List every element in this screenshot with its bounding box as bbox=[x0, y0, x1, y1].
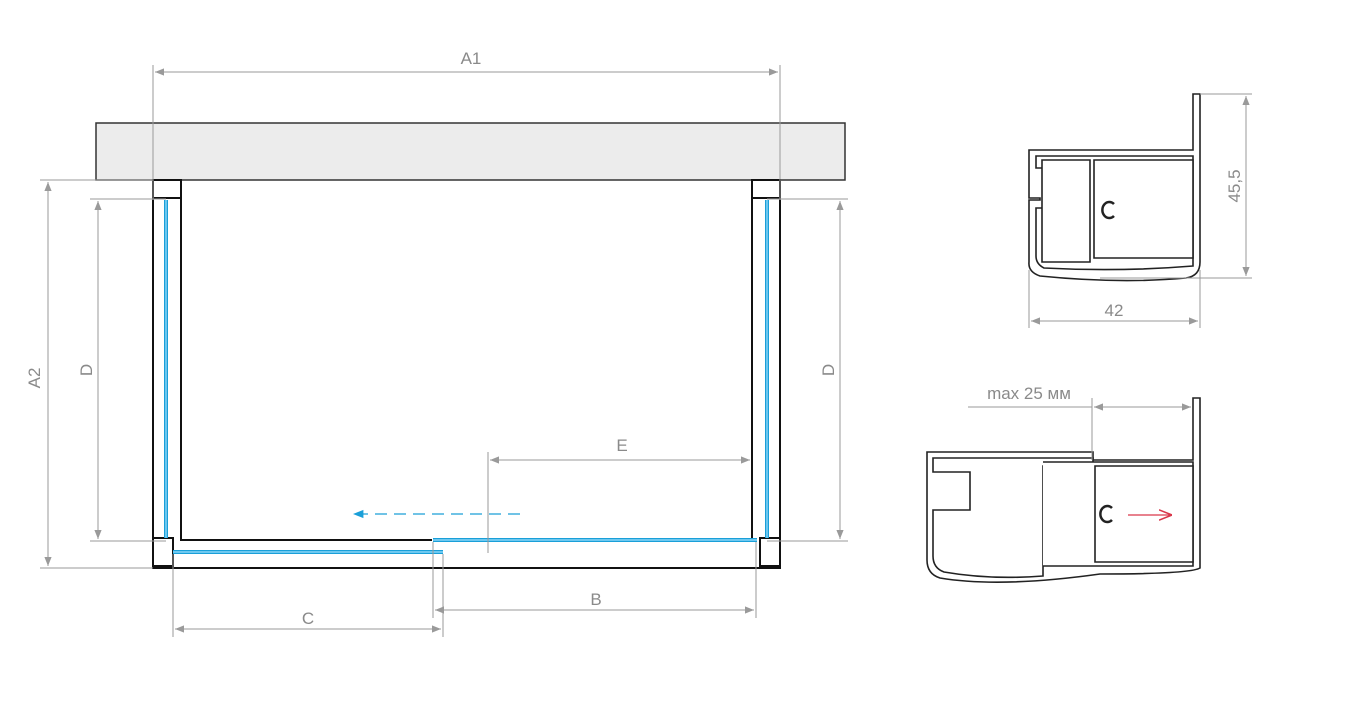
dim-label-a1: A1 bbox=[461, 49, 482, 68]
profile-section-bottom bbox=[926, 397, 1201, 583]
profile-width-label: 42 bbox=[1105, 301, 1124, 320]
glass-panels bbox=[164, 200, 769, 554]
adjustment-range-label: max 25 мм bbox=[987, 384, 1071, 403]
dim-label-d-right: D bbox=[819, 364, 838, 376]
profile-bottom-dimensions bbox=[968, 398, 1191, 460]
dim-label-e: E bbox=[616, 436, 627, 455]
profile-height-label: 45,5 bbox=[1225, 169, 1244, 202]
dim-label-d-left: D bbox=[77, 364, 96, 376]
wall bbox=[95, 122, 846, 181]
dim-label-a2: A2 bbox=[25, 368, 44, 389]
dim-label-c: C bbox=[302, 609, 314, 628]
dim-label-b: B bbox=[590, 590, 601, 609]
profile-top-dimensions bbox=[1028, 93, 1252, 328]
dimension-lines bbox=[40, 65, 848, 637]
profile-section-top bbox=[1028, 93, 1201, 282]
enclosure-frame bbox=[152, 179, 781, 569]
